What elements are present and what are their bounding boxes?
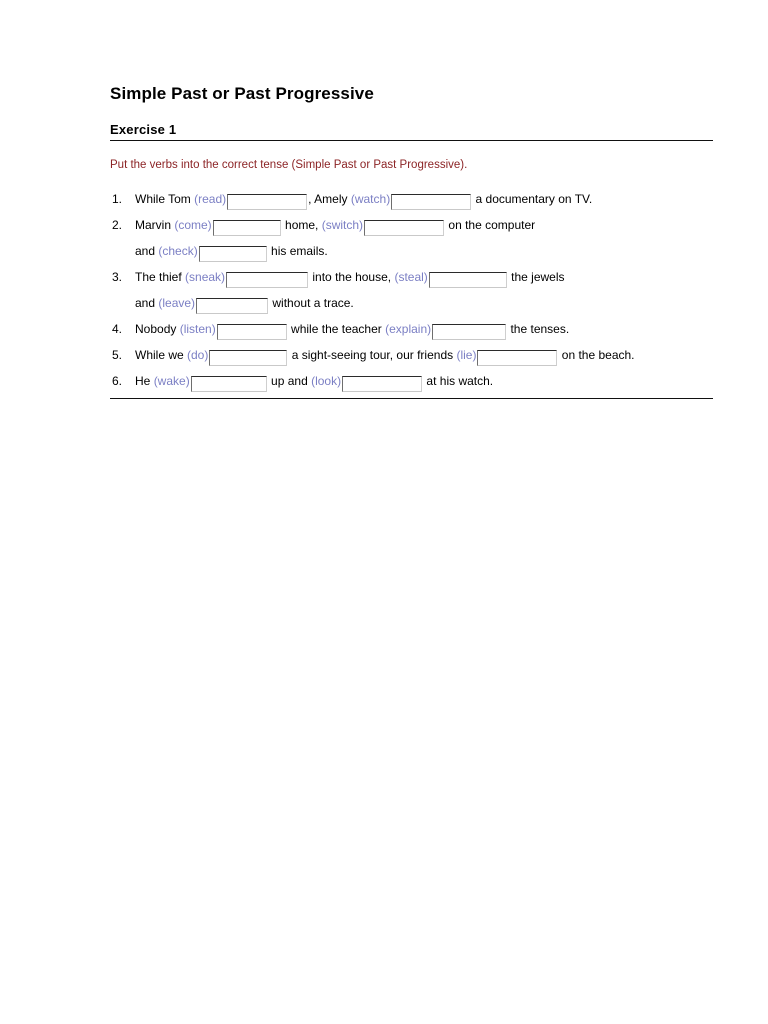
heading-divider-top [110, 140, 713, 141]
sentence-text: a sight-seeing tour, our friends [288, 348, 457, 362]
verb-hint: (leave) [158, 296, 196, 310]
answer-blank-input[interactable] [342, 376, 423, 392]
answer-blank-input[interactable] [391, 194, 472, 210]
sentence-text: and [135, 296, 159, 310]
sentence-text: into the house, [309, 270, 395, 284]
verb-hint: (switch) [321, 218, 364, 232]
item-number: 3. [112, 270, 123, 284]
item-line: and (leave) without a trace. [135, 290, 713, 316]
item-number: 5. [112, 348, 123, 362]
item-line: While Tom (read) , Amely (watch) a docume… [135, 186, 713, 212]
item-number: 2. [112, 218, 123, 232]
item-line: and (check) his emails. [135, 238, 713, 264]
exercise-item-list: 1. While Tom (read) , Amely (watch) a docu… [110, 186, 713, 394]
verb-hint: (read) [194, 192, 227, 206]
answer-blank-input[interactable] [428, 272, 507, 288]
sentence-text: on the beach. [558, 348, 635, 362]
verb-hint: (sneak) [185, 270, 226, 284]
sentence-text: at his watch. [423, 374, 494, 388]
sentence-text: his emails. [267, 244, 328, 258]
sentence-text: While Tom [135, 192, 195, 206]
answer-blank-input[interactable] [226, 272, 309, 288]
verb-hint: (wake) [153, 374, 190, 388]
exercise-item: 6. He (wake) up and (look) at his watch. [110, 368, 713, 394]
verb-hint: (do) [187, 348, 209, 362]
verb-hint: (listen) [179, 322, 216, 336]
exercise-item: 5. While we (do) a sight-seeing tour, our… [110, 342, 713, 368]
verb-hint: (check) [158, 244, 198, 258]
item-line: While we (do) a sight-seeing tour, our f… [135, 342, 713, 368]
answer-blank-input[interactable] [209, 350, 288, 366]
verb-hint: (watch) [350, 192, 391, 206]
verb-hint: (come) [174, 218, 212, 232]
exercise-divider-bottom [110, 398, 713, 399]
verb-hint: (look) [311, 374, 342, 388]
instruction-text: Put the verbs into the correct tense (Si… [110, 159, 468, 171]
answer-blank-input[interactable] [198, 246, 267, 262]
answer-blank-input[interactable] [364, 220, 445, 236]
sentence-text: the jewels [507, 270, 565, 284]
exercise-heading: Exercise 1 [110, 122, 177, 137]
item-number: 4. [112, 322, 123, 336]
item-line: The thief (sneak) into the house, (steal… [135, 264, 713, 290]
answer-blank-input[interactable] [196, 298, 269, 314]
sentence-text: without a trace. [269, 296, 354, 310]
verb-hint: (steal) [394, 270, 428, 284]
exercise-item: 2. Marvin (come) home, (switch) on the co… [110, 212, 713, 264]
sentence-text: a documentary on TV. [472, 192, 593, 206]
item-number: 6. [112, 374, 123, 388]
answer-blank-input[interactable] [190, 376, 267, 392]
verb-hint: (lie) [456, 348, 477, 362]
sentence-text: and [135, 244, 159, 258]
page-title: Simple Past or Past Progressive [110, 84, 374, 103]
sentence-text: Nobody [135, 322, 180, 336]
sentence-text: home, [281, 218, 322, 232]
sentence-text: He [135, 374, 154, 388]
exercise-item: 1. While Tom (read) , Amely (watch) a docu… [110, 186, 713, 212]
sentence-text: While we [135, 348, 188, 362]
item-number: 1. [112, 192, 123, 206]
sentence-text: Marvin [135, 218, 175, 232]
answer-blank-input[interactable] [212, 220, 281, 236]
sentence-text: while the teacher [287, 322, 386, 336]
exercise-item: 3. The thief (sneak) into the house, (ste… [110, 264, 713, 316]
answer-blank-input[interactable] [432, 324, 507, 340]
item-line: Nobody (listen) while the teacher (expla… [135, 316, 713, 342]
sentence-text: on the computer [445, 218, 536, 232]
item-line: He (wake) up and (look) at his watch. [135, 368, 713, 394]
exercise-item: 4. Nobody (listen) while the teacher (exp… [110, 316, 713, 342]
item-line: Marvin (come) home, (switch) on the comp… [135, 212, 713, 238]
answer-blank-input[interactable] [227, 194, 308, 210]
sentence-text: The thief [135, 270, 186, 284]
sentence-text: up and [267, 374, 312, 388]
sentence-text: , Amely [308, 192, 351, 206]
answer-blank-input[interactable] [477, 350, 558, 366]
verb-hint: (explain) [385, 322, 432, 336]
sentence-text: the tenses. [507, 322, 570, 336]
worksheet-content: Simple Past or Past Progressive Exercise… [110, 84, 713, 399]
answer-blank-input[interactable] [216, 324, 287, 340]
